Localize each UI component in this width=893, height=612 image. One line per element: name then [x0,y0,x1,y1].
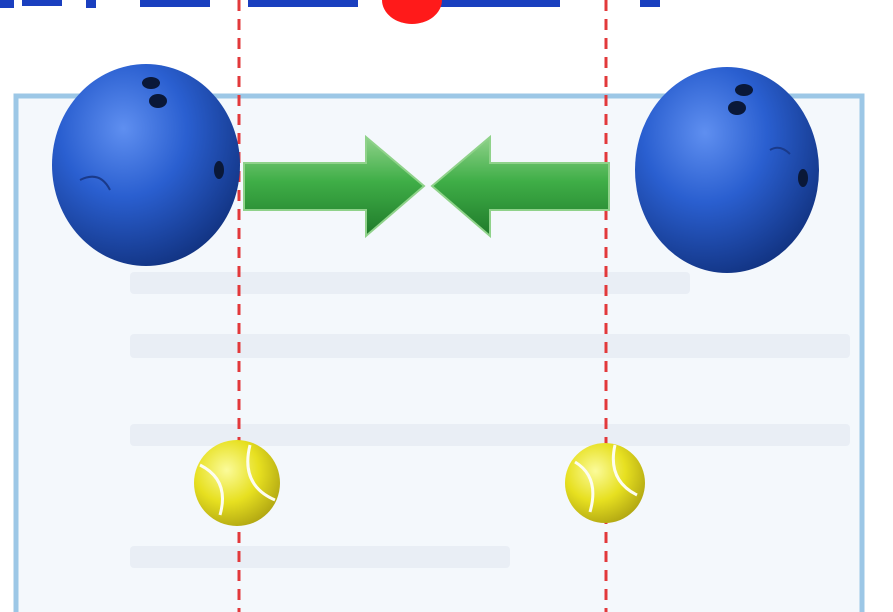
top-cropped-text [0,0,660,8]
faint-background-text [130,272,850,568]
right-pointing-arrow [243,134,426,239]
right-tennis-ball [565,443,645,523]
top-red-marker [382,0,442,24]
left-bowling-ball [52,64,240,266]
left-pointing-arrow [430,134,610,239]
left-tennis-ball [194,440,280,526]
right-bowling-ball [635,67,819,273]
